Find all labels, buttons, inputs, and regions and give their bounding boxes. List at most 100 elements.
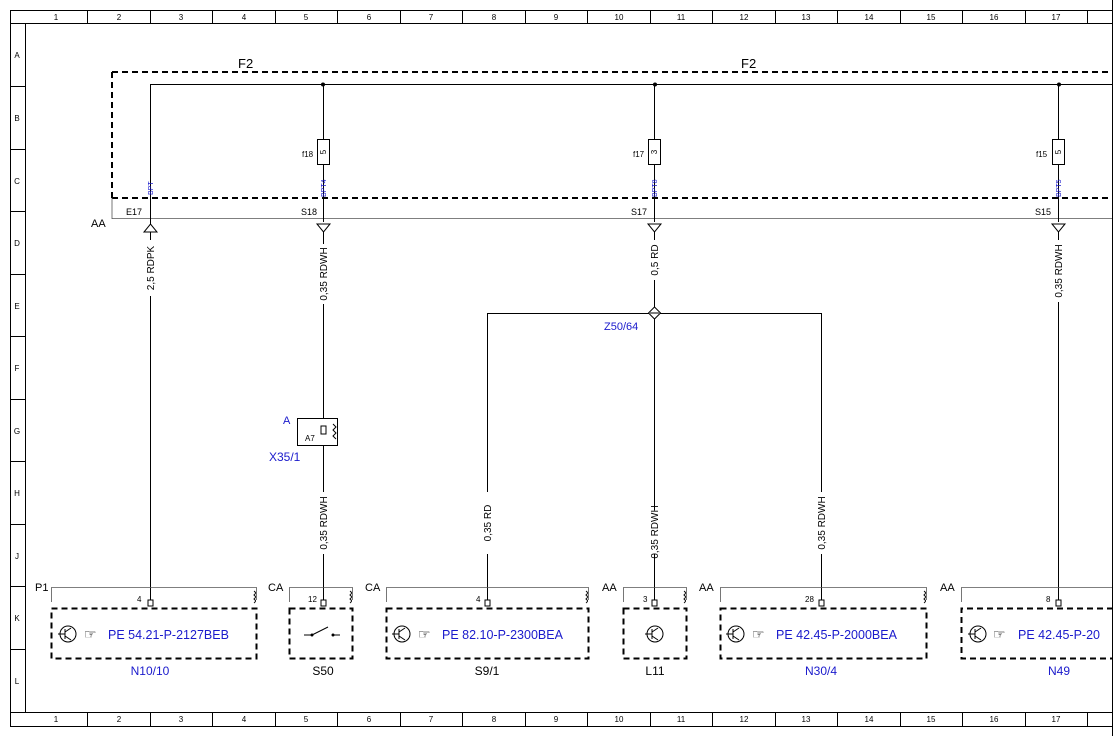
wire-splice-branch-right — [654, 313, 822, 601]
col-label: 12 — [740, 715, 749, 724]
col-label: 5 — [304, 13, 309, 22]
component-pin: 28 — [805, 595, 814, 604]
row-label: G — [14, 427, 20, 436]
row-label: C — [14, 177, 20, 186]
fuse-socket: S18 — [301, 207, 317, 217]
component-prefix: AA — [940, 582, 955, 594]
component-ref-link[interactable]: PE 54.21-P-2127BEB — [108, 628, 229, 642]
col-label: 14 — [865, 13, 874, 22]
col-label: 6 — [367, 13, 372, 22]
col-label: 2 — [117, 13, 122, 22]
component-s50 — [288, 587, 354, 660]
component-pin: 4 — [476, 595, 481, 604]
component-prefix: CA — [268, 582, 284, 594]
column-labels-top: 1 2 3 4 5 6 7 8 9 10 11 12 13 14 15 16 1… — [54, 13, 1061, 22]
component-pin: 12 — [308, 595, 317, 604]
fuse-socket: S15 — [1035, 207, 1051, 217]
reference-hand-icon: ☞ — [752, 626, 765, 642]
transistor-icon — [392, 625, 411, 643]
col-label: 12 — [740, 13, 749, 22]
component-n49: ☞ — [960, 587, 1113, 660]
component-name: S50 — [312, 664, 334, 678]
col-label: 11 — [677, 715, 686, 724]
terminal-s18-arrow — [315, 223, 332, 233]
col-label: 1 — [54, 715, 59, 724]
pin-stubs — [147, 599, 1062, 607]
component-prefix: CA — [365, 582, 381, 594]
col-label: 16 — [990, 13, 999, 22]
wire-label: 0,35 RDWH — [319, 496, 330, 549]
fuse-pin: BPT8 — [652, 179, 659, 197]
component-ref-link[interactable]: PE 42.45-P-20 — [1018, 628, 1100, 642]
component-name: N10/10 — [131, 664, 170, 678]
wire-label: 0,5 RD — [650, 244, 661, 275]
component-ref-link[interactable]: PE 42.45-P-2000BEA — [776, 628, 898, 642]
col-label: 9 — [554, 13, 559, 22]
diagram-frame — [10, 10, 1113, 727]
col-label: 8 — [492, 715, 497, 724]
col-label: 5 — [304, 715, 309, 724]
col-label: 2 — [117, 715, 122, 724]
connector-pin: A7 — [305, 434, 315, 443]
row-label: D — [14, 239, 20, 248]
fuse-socket: S17 — [631, 207, 647, 217]
reference-hand-icon: ☞ — [993, 626, 1006, 642]
col-label: 13 — [802, 715, 811, 724]
connector-x35-1 — [297, 418, 338, 446]
splice-label: Z50/64 — [604, 321, 638, 333]
row-label: E — [14, 302, 19, 311]
col-label: 9 — [554, 715, 559, 724]
component-s9-1: ☞ — [385, 587, 590, 660]
col-label: 11 — [677, 13, 686, 22]
col-label: 16 — [990, 715, 999, 724]
row-label: L — [15, 677, 20, 686]
transistor-icon — [968, 625, 987, 643]
wire-label: 2,5 RDPK — [146, 245, 157, 290]
col-label: 7 — [429, 715, 434, 724]
row-ticks — [10, 86, 25, 650]
component-l11 — [622, 587, 688, 660]
component-name: N30/4 — [805, 664, 837, 678]
column-ticks — [87, 10, 1088, 726]
col-label: 10 — [615, 715, 624, 724]
row-label: B — [14, 114, 19, 123]
col-label: 13 — [802, 13, 811, 22]
component-ref-link[interactable]: PE 82.10-P-2300BEA — [442, 628, 564, 642]
component-name: S9/1 — [475, 664, 500, 678]
row-label: K — [14, 614, 20, 623]
col-label: 7 — [429, 13, 434, 22]
col-label: 6 — [367, 715, 372, 724]
col-label: 8 — [492, 13, 497, 22]
wire-label: 0,35 RD — [483, 505, 494, 542]
col-label: 3 — [179, 715, 184, 724]
transistor-icon — [726, 625, 745, 643]
fuse-id: f17 — [633, 150, 645, 159]
fuse-box-label-left: F2 — [238, 56, 253, 71]
switch-icon — [304, 626, 340, 637]
col-label: 3 — [179, 13, 184, 22]
fuse-pin: BPT5 — [1056, 179, 1063, 197]
fuse-box-label-right: F2 — [741, 56, 756, 71]
component-n30-4: ☞ — [719, 587, 928, 660]
e17-socket: E17 — [126, 207, 142, 217]
fuse-box-f2 — [111, 71, 1113, 219]
wire-label: 0,35 RDWH — [319, 247, 330, 300]
wire-label: 0,35 RDWH — [650, 505, 661, 558]
transistor-icon — [645, 625, 664, 643]
terminal-e17-arrow — [142, 198, 159, 233]
splice-diamond-icon — [647, 306, 662, 320]
connector-label: A — [283, 415, 291, 427]
col-label: 17 — [1052, 715, 1061, 724]
reference-hand-icon: ☞ — [418, 626, 431, 642]
component-n10-10: ☞ — [50, 587, 258, 660]
fuse-value: 5 — [319, 149, 328, 154]
row-label: J — [15, 552, 19, 561]
row-label: F — [15, 364, 20, 373]
component-prefix: AA — [602, 582, 617, 594]
col-label: 15 — [927, 13, 936, 22]
ground-label-aa: AA — [91, 218, 106, 230]
component-pin: 4 — [137, 595, 142, 604]
wire-label: 0,35 RDWH — [1054, 244, 1065, 297]
row-label: H — [14, 489, 20, 498]
column-labels-bottom: 1 2 3 4 5 6 7 8 9 10 11 12 13 14 15 16 1… — [54, 715, 1061, 724]
